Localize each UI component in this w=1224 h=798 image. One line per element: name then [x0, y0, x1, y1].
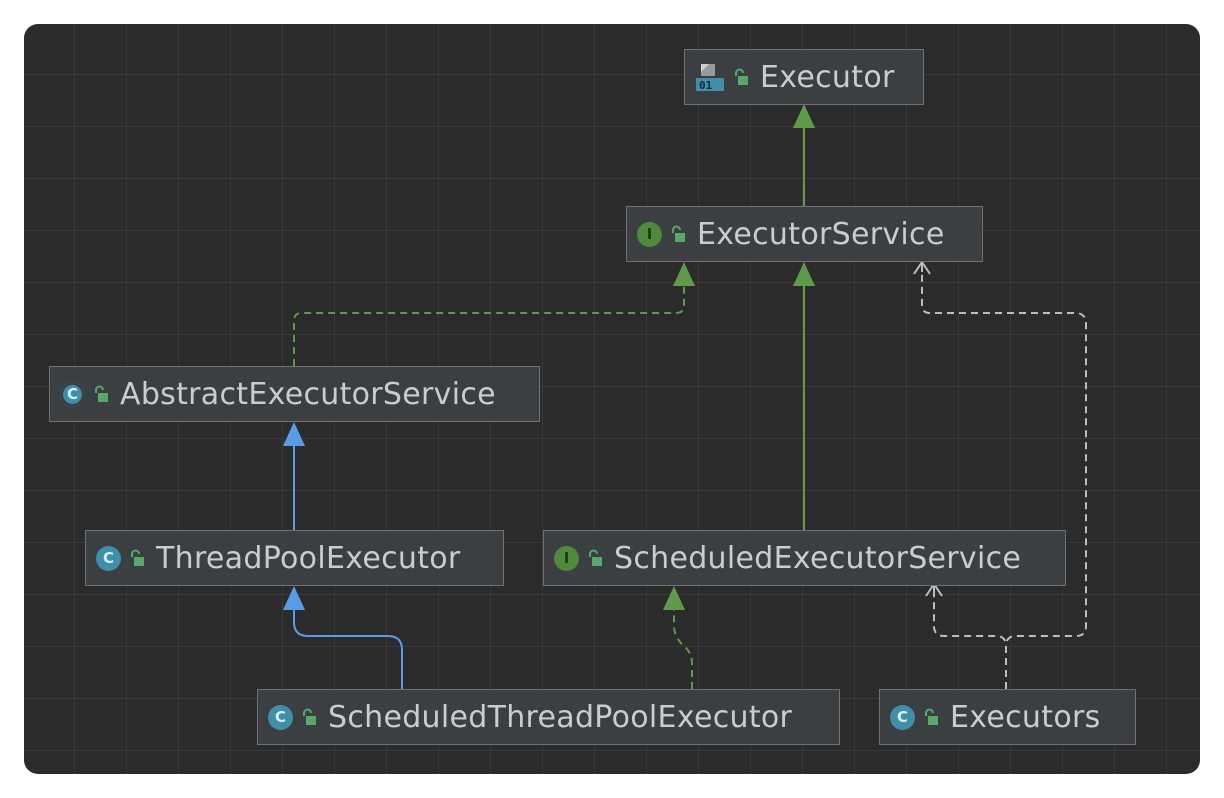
arrowhead-thread-pool-executor-to-abstract-executor-service — [283, 422, 305, 446]
node-scheduled-executor-service[interactable]: I ScheduledExecutorService — [543, 530, 1066, 586]
unlocked-padlock-icon — [672, 225, 685, 242]
unlocked-padlock-icon — [303, 708, 316, 725]
class-c-badge-icon: C — [96, 545, 121, 571]
unlocked-padlock-icon — [589, 549, 602, 566]
class-c-badge-icon: C — [268, 704, 293, 730]
node-scheduled-thread-pool-executor-name: ScheduledThreadPoolExecutor — [328, 699, 793, 735]
arrowhead-executors-to-executor-service — [913, 260, 931, 275]
node-executor-service-name: ExecutorService — [697, 216, 945, 252]
uml-diagram-canvas: 01 Executor I ExecutorService C Abstract… — [24, 24, 1200, 774]
interface-i-badge-icon: I — [554, 545, 579, 571]
node-executor[interactable]: 01 Executor — [684, 49, 924, 105]
node-scheduled-executor-service-name: ScheduledExecutorService — [614, 540, 1022, 576]
arrowhead-scheduled-thread-pool-executor-to-thread-pool-executor — [283, 586, 305, 610]
diagram-edges — [283, 104, 1087, 689]
edge-scheduled-thread-pool-executor-to-thread-pool-executor — [293, 610, 403, 689]
node-abstract-executor-service[interactable]: C AbstractExecutorService — [49, 366, 540, 422]
arrowhead-abstract-executor-service-to-executor-service — [673, 262, 695, 286]
edge-scheduled-thread-pool-executor-to-scheduled-executor-service — [673, 610, 693, 689]
abstract-class-c-badge-icon: C — [60, 381, 85, 407]
arrowhead-scheduled-executor-service-to-executor-service — [793, 262, 815, 286]
edge-executors-to-executor-service — [921, 270, 1087, 689]
node-executors-name: Executors — [950, 699, 1101, 735]
unlocked-padlock-icon — [735, 68, 748, 85]
node-scheduled-thread-pool-executor[interactable]: C ScheduledThreadPoolExecutor — [257, 689, 840, 745]
unlocked-padlock-icon — [925, 708, 938, 725]
node-abstract-executor-service-name: AbstractExecutorService — [120, 376, 496, 412]
node-executor-name: Executor — [760, 59, 895, 95]
node-thread-pool-executor[interactable]: C ThreadPoolExecutor — [85, 530, 504, 586]
edge-executors-to-scheduled-executor-service — [933, 592, 1007, 689]
edge-abstract-executor-service-to-executor-service — [293, 286, 685, 366]
binary-file-icon: 01 — [696, 64, 724, 92]
binary-file-label: 01 — [699, 79, 713, 92]
arrowhead-scheduled-thread-pool-executor-to-scheduled-executor-service — [663, 586, 685, 610]
node-thread-pool-executor-name: ThreadPoolExecutor — [156, 540, 461, 576]
interface-i-badge-icon: I — [637, 221, 662, 247]
class-c-badge-icon: C — [890, 704, 915, 730]
node-executor-service[interactable]: I ExecutorService — [626, 206, 983, 262]
unlocked-padlock-icon — [131, 549, 144, 566]
node-executors[interactable]: C Executors — [879, 689, 1136, 745]
arrowhead-executor-service-to-executor — [793, 104, 815, 128]
unlocked-padlock-icon — [95, 385, 108, 402]
